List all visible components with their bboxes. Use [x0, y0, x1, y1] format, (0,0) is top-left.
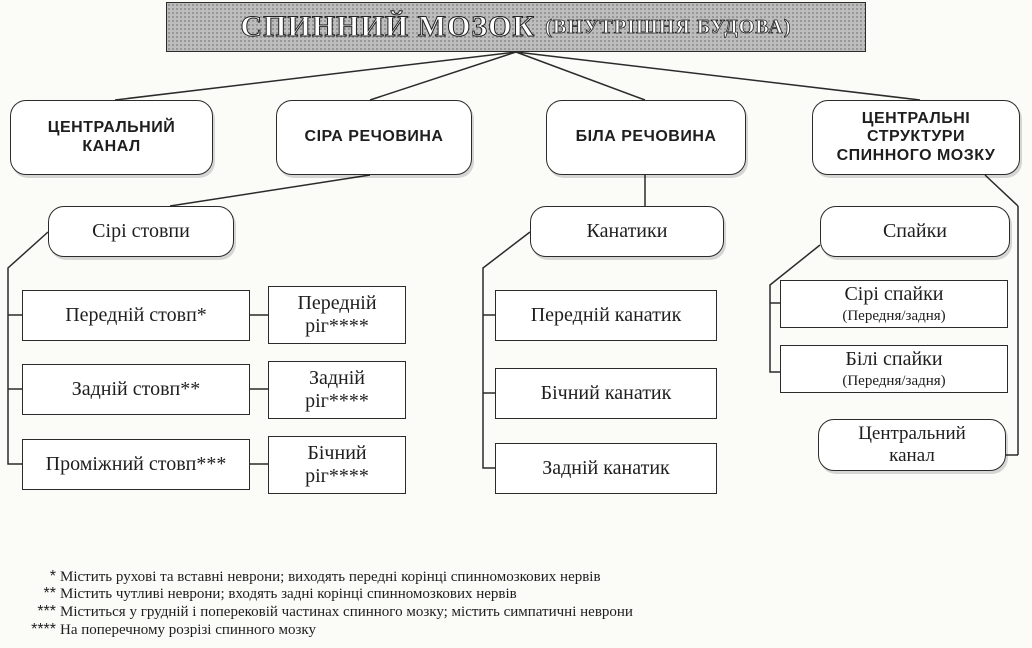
node-label: Білі спайки — [845, 347, 943, 370]
node-funiculi: Канатики — [530, 206, 724, 257]
node-label: Спайки — [882, 220, 948, 242]
footnote-text: Міститься у грудній і поперековій частин… — [60, 604, 633, 620]
node-grey-columns: Сірі стовпи — [48, 206, 234, 257]
node-central-canal-structure: Центральний канал — [818, 419, 1006, 471]
node-label: ЦЕНТРАЛЬНІ СТРУКТУРИ СПИННОГО МОЗКУ — [836, 109, 996, 164]
node-label: Сірі спайки — [844, 282, 944, 305]
diagram-title: СПИННИЙ МОЗОК (ВНУТРІШНЯ БУДОВА) — [166, 2, 866, 52]
node-central-structures: ЦЕНТРАЛЬНІ СТРУКТУРИ СПИННОГО МОЗКУ — [812, 100, 1020, 175]
node-lateral-funiculus: Бічний канатик — [495, 368, 717, 419]
node-white-matter: БІЛА РЕЧОВИНА — [546, 100, 746, 175]
footnote-mark: *** — [37, 603, 56, 620]
node-label: Передній ріг**** — [297, 292, 377, 337]
footnote: ** Містить чутливі неврони; входять задн… — [0, 585, 517, 603]
footnote-mark: * — [49, 568, 56, 585]
node-label: Канатики — [586, 220, 668, 242]
node-anterior-column: Передній стовп* — [22, 290, 250, 341]
title-main: СПИННИЙ МОЗОК — [240, 10, 536, 44]
footnote: *** Міститься у грудній і поперековій ча… — [0, 603, 633, 621]
node-posterior-funiculus: Задній канатик — [495, 443, 717, 494]
node-label: Центральний канал — [858, 423, 966, 466]
node-label: Бічний канатик — [540, 382, 672, 404]
node-label: Сірі стовпи — [92, 220, 190, 242]
footnote: * Містить рухові та вставні неврони; вих… — [0, 568, 601, 586]
footnote-text: На поперечному розрізі спинного мозку — [60, 622, 316, 638]
node-label: Задній ріг**** — [305, 367, 369, 412]
node-label: Задній канатик — [542, 457, 670, 479]
node-posterior-horn: Задній ріг**** — [268, 361, 406, 419]
node-sublabel: (Передня/задня) — [842, 307, 946, 324]
title-sub: (ВНУТРІШНЯ БУДОВА) — [545, 15, 792, 38]
node-label: Задній стовп** — [71, 378, 201, 400]
footnote-text: Містить чутливі неврони; входять задні к… — [60, 586, 517, 602]
node-anterior-funiculus: Передній канатик — [495, 290, 717, 341]
node-anterior-horn: Передній ріг**** — [268, 286, 406, 344]
node-grey-matter: СІРА РЕЧОВИНА — [276, 100, 472, 175]
node-sublabel: (Передня/задня) — [842, 372, 946, 389]
footnote-mark: **** — [31, 621, 56, 638]
node-label: Передній стовп* — [65, 304, 207, 326]
node-label: ЦЕНТРАЛЬНИЙ КАНАЛ — [47, 119, 176, 155]
node-label: Проміжний стовп*** — [45, 453, 227, 475]
footnote-text: Містить рухові та вставні неврони; виход… — [60, 569, 601, 585]
footnote: **** На поперечному розрізі спинного моз… — [0, 621, 316, 639]
node-posterior-column: Задній стовп** — [22, 364, 250, 415]
node-white-commissures: Білі спайки (Передня/задня) — [780, 345, 1008, 393]
footnote-mark: ** — [43, 585, 56, 602]
node-label: СІРА РЕЧОВИНА — [304, 128, 444, 146]
node-grey-commissures: Сірі спайки (Передня/задня) — [780, 280, 1008, 328]
node-label: Бічний ріг**** — [305, 442, 369, 487]
node-central-canal: ЦЕНТРАЛЬНИЙ КАНАЛ — [10, 100, 213, 175]
node-label: Передній канатик — [530, 304, 682, 326]
node-intermediate-column: Проміжний стовп*** — [22, 439, 250, 490]
node-commissures: Спайки — [820, 206, 1010, 257]
node-lateral-horn: Бічний ріг**** — [268, 436, 406, 494]
node-label: БІЛА РЕЧОВИНА — [575, 128, 717, 146]
